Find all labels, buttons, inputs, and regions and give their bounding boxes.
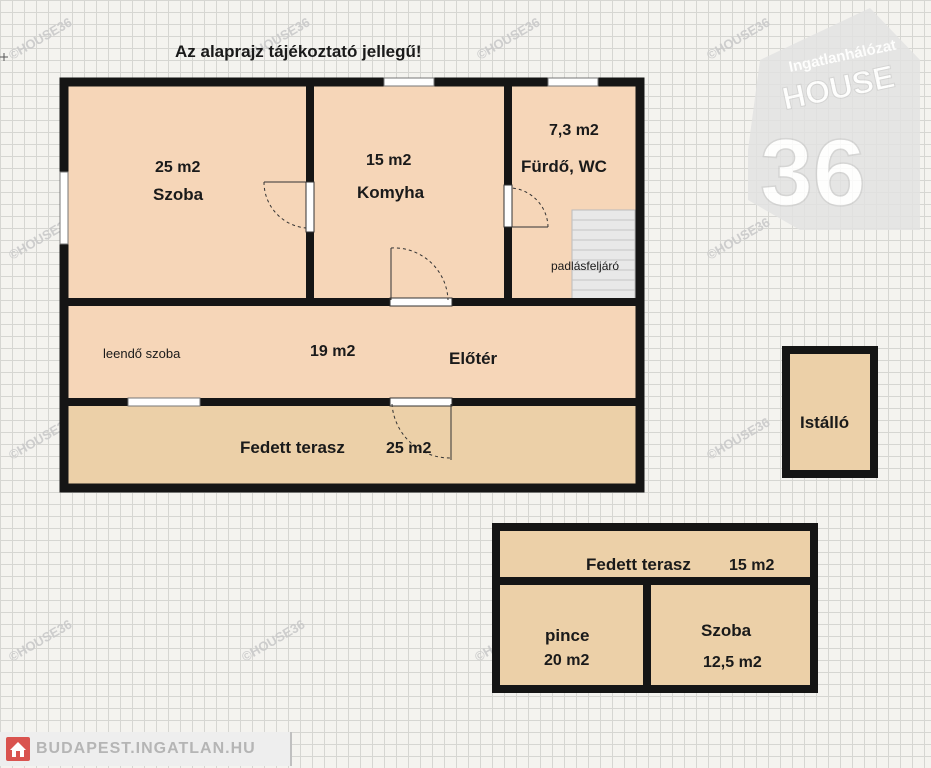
terrace-floor bbox=[64, 402, 640, 488]
terasz1-area: 25 m2 bbox=[386, 440, 431, 457]
istallo-building: Istálló bbox=[782, 346, 878, 478]
terasz2-area: 15 m2 bbox=[729, 557, 774, 574]
crosshair-mark bbox=[0, 53, 8, 61]
szoba2-area: 12,5 m2 bbox=[703, 654, 762, 671]
watermark-text: ©HOUSE36 bbox=[239, 616, 307, 664]
stairs bbox=[571, 209, 636, 301]
konyha-area: 15 m2 bbox=[366, 152, 411, 169]
terasz2-name: Fedett terasz bbox=[586, 555, 691, 574]
footer-brand-bar[interactable]: BUDAPEST.INGATLAN.HU bbox=[0, 732, 292, 766]
eloter-name: Előtér bbox=[449, 349, 498, 368]
windows bbox=[59, 77, 599, 407]
terasz1-name: Fedett terasz bbox=[240, 438, 345, 457]
footer-brand-text: BUDAPEST.INGATLAN.HU bbox=[36, 740, 256, 757]
eloter-note: leendő szoba bbox=[103, 346, 181, 361]
pince-name: pince bbox=[545, 626, 589, 645]
watermark-text: ©HOUSE36 bbox=[704, 14, 772, 62]
logo-num-text: 36 bbox=[760, 120, 866, 226]
house36-logo: Ingatlanhálózat HOUSE 36 bbox=[748, 8, 920, 230]
outbuilding: Fedett terasz 15 m2 pince 20 m2 Szoba 12… bbox=[492, 523, 818, 693]
eloter-area: 19 m2 bbox=[310, 343, 355, 360]
watermark-text: ©HOUSE36 bbox=[704, 414, 772, 462]
main-house: 25 m2 Szoba 15 m2 Komyha 7,3 m2 Fürdő, W… bbox=[59, 77, 645, 493]
furdo-name: Fürdő, WC bbox=[521, 157, 607, 176]
doors bbox=[263, 181, 549, 460]
house-logo-icon bbox=[6, 737, 30, 761]
plan-title: Az alaprajz tájékoztató jellegű! bbox=[175, 42, 422, 61]
konyha-name: Komyha bbox=[357, 183, 425, 202]
watermark-text: ©HOUSE36 bbox=[6, 616, 74, 664]
pince-area: 20 m2 bbox=[544, 652, 589, 669]
istallo-name: Istálló bbox=[800, 413, 849, 432]
szoba1-name: Szoba bbox=[153, 185, 204, 204]
watermark-text: ©HOUSE36 bbox=[474, 14, 542, 62]
szoba1-area: 25 m2 bbox=[155, 159, 200, 176]
furdo-area: 7,3 m2 bbox=[549, 122, 599, 139]
padlas-label: padlásfeljáró bbox=[551, 259, 619, 273]
szoba2-name: Szoba bbox=[701, 621, 752, 640]
watermark-text: ©HOUSE36 bbox=[6, 14, 74, 62]
